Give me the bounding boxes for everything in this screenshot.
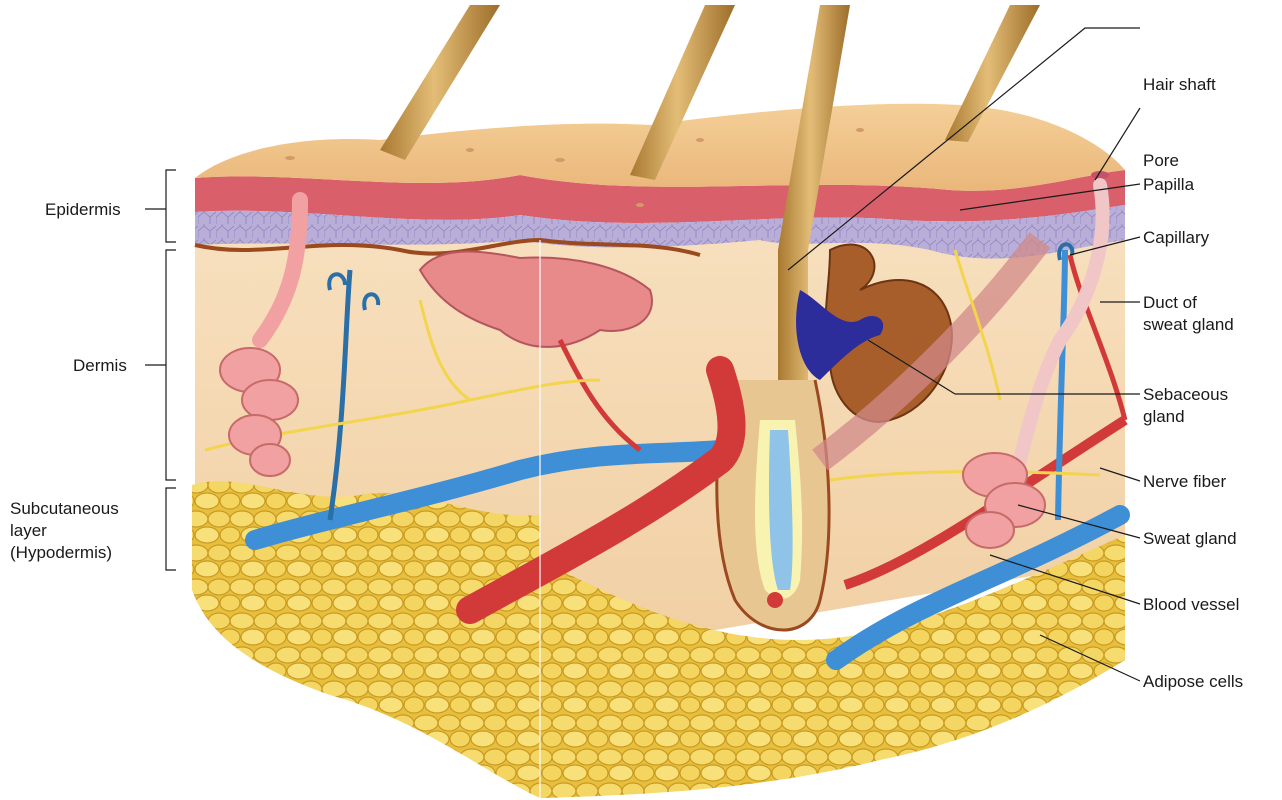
label-capillary: Capillary: [1143, 227, 1209, 248]
layer-brackets: [145, 170, 176, 570]
label-papilla: Papilla: [1143, 174, 1194, 195]
label-pore: Pore: [1143, 150, 1179, 171]
label-sebaceous-line1: Sebaceous: [1143, 384, 1228, 405]
label-adipose-cells: Adipose cells: [1143, 671, 1243, 692]
label-duct-line2: sweat gland: [1143, 314, 1234, 335]
label-nerve-fiber: Nerve fiber: [1143, 471, 1226, 492]
label-sebaceous-line2: gland: [1143, 406, 1185, 427]
label-sweat-gland: Sweat gland: [1143, 528, 1237, 549]
label-hair-shaft: Hair shaft: [1143, 74, 1216, 95]
label-epidermis: Epidermis: [45, 199, 121, 220]
label-subcutaneous-line2: layer: [10, 520, 47, 541]
label-subcutaneous-line3: (Hypodermis): [10, 542, 112, 563]
label-subcutaneous-line1: Subcutaneous: [10, 498, 119, 519]
label-duct-line1: Duct of: [1143, 292, 1197, 313]
label-blood-vessel: Blood vessel: [1143, 594, 1239, 615]
label-dermis: Dermis: [73, 355, 127, 376]
